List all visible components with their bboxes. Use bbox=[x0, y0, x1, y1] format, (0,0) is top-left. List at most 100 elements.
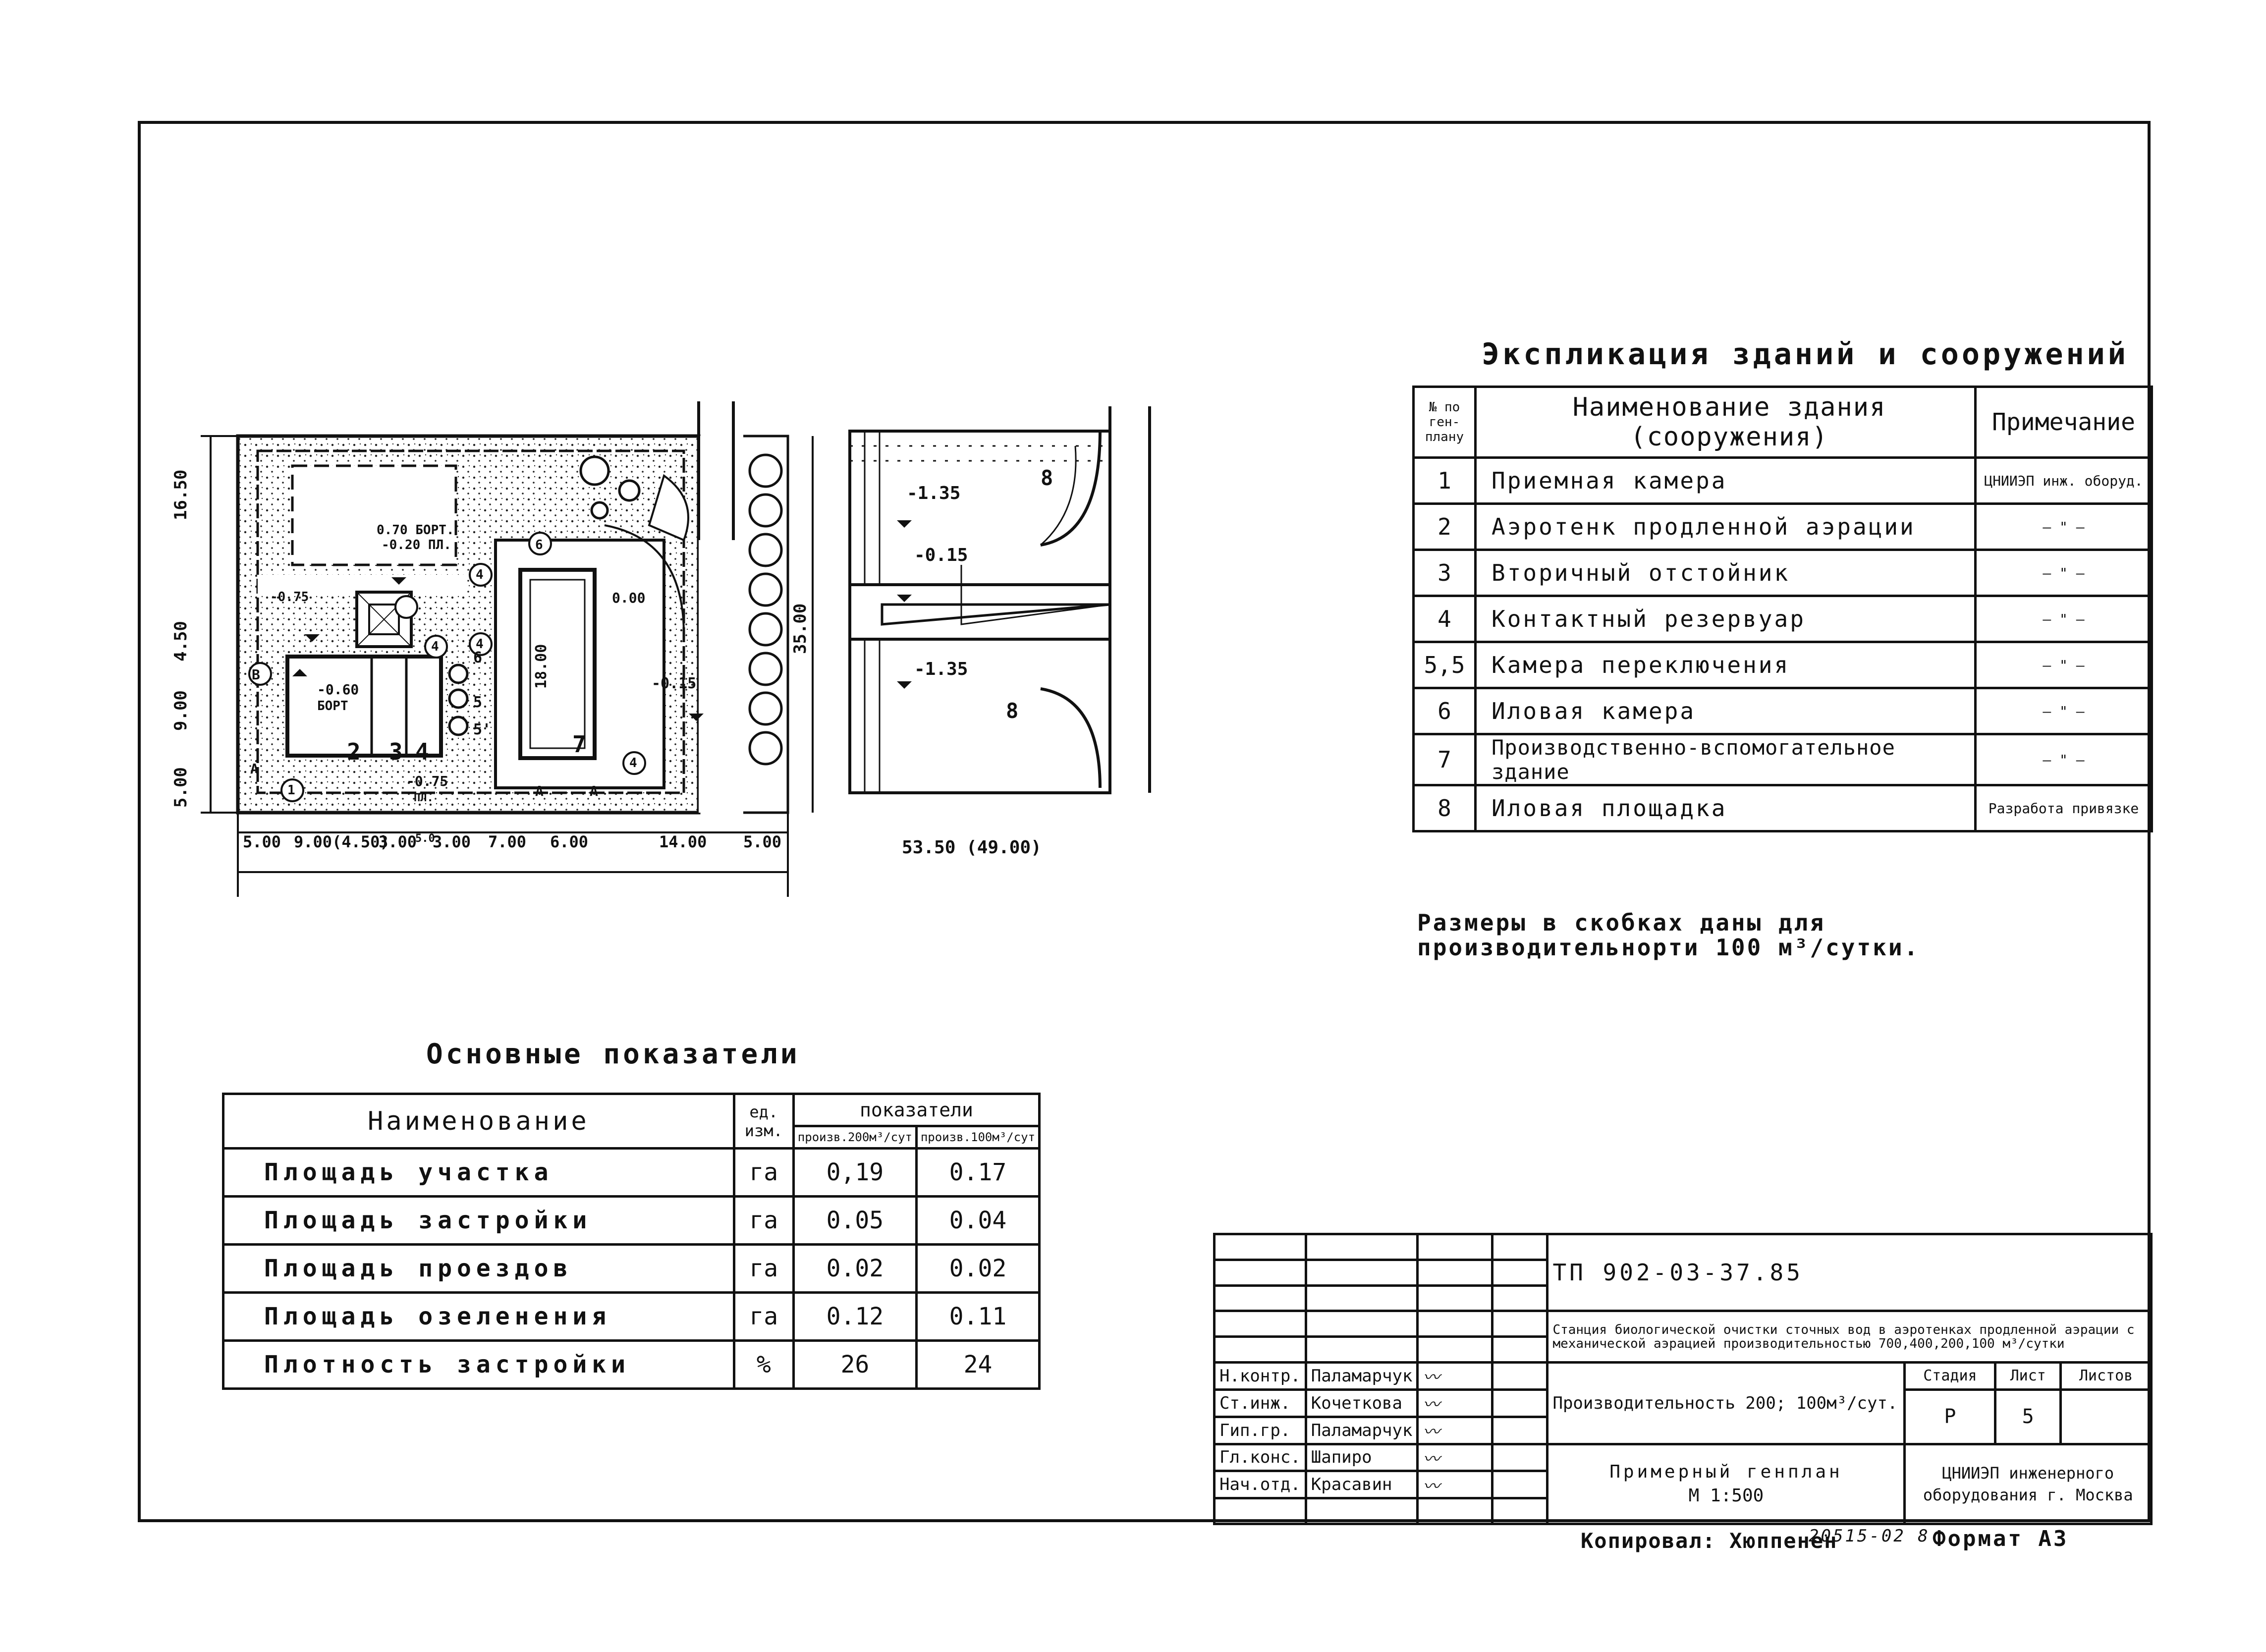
row-value-1: 26 bbox=[792, 1339, 918, 1390]
label-c1: 1 bbox=[287, 783, 295, 798]
remark-line-1: Размеры в скобках даны для bbox=[1417, 909, 1826, 936]
label-B1: B bbox=[252, 666, 260, 683]
drawing-name: Примерный генплан bbox=[1609, 1461, 1843, 1482]
project-description: Станция биологической очистки сточных во… bbox=[1546, 1310, 2153, 1364]
row-name: Плотность застройки bbox=[222, 1339, 735, 1390]
dim-bottom-2: 9.00(4.50) bbox=[294, 832, 389, 851]
mark-6: 0.00 bbox=[612, 590, 646, 606]
header-unit: ед. изм. bbox=[732, 1093, 795, 1150]
trees bbox=[579, 453, 783, 766]
row-num: 2 bbox=[1412, 502, 1477, 551]
row-note: — " — bbox=[1974, 641, 2153, 689]
row-name: Контактный резервуар bbox=[1474, 595, 1977, 643]
site-plan bbox=[201, 401, 814, 897]
indicators-header: Наименование ед. изм. показатели bbox=[222, 1093, 1041, 1150]
sludge-mark-3: -1.35 bbox=[914, 659, 968, 679]
row-name: Площадь участка bbox=[222, 1147, 735, 1198]
label-block-3: 3 bbox=[389, 738, 403, 765]
dim-bottom-1: 5.00 bbox=[243, 832, 281, 851]
signature-5: 〰 bbox=[1416, 1470, 1494, 1500]
role-4: Гл.конс. bbox=[1213, 1442, 1307, 1473]
label-block-2: 2 bbox=[347, 738, 361, 765]
mark-7: -0.15 bbox=[652, 675, 697, 692]
remark-line-2: производительнорти 100 м³/сутки. bbox=[1417, 934, 1920, 961]
dim-bottom-3: 3.00 bbox=[379, 832, 417, 851]
dim-bottom-8: 14.00 bbox=[659, 832, 707, 851]
label-c4d: 4 bbox=[629, 756, 637, 771]
row-num: 8 bbox=[1412, 784, 1477, 832]
label-c5: 5 bbox=[473, 694, 483, 711]
row-note: Разработа привязке bbox=[1974, 784, 2153, 832]
reserve-area bbox=[291, 464, 457, 566]
label-c4c: 4 bbox=[431, 639, 439, 654]
mark-3: -0.75 bbox=[270, 590, 309, 605]
row-note: — " — bbox=[1974, 549, 2153, 597]
row-unit: га bbox=[732, 1195, 795, 1246]
dim-bottom-7: 6.00 bbox=[550, 832, 589, 851]
row-note: — " — bbox=[1974, 733, 2153, 786]
dim-left-3: 9.00 bbox=[171, 690, 191, 731]
row-note: — " — bbox=[1974, 687, 2153, 735]
signature-4: 〰 bbox=[1416, 1442, 1494, 1473]
sheet-header: Лист bbox=[1994, 1361, 2062, 1391]
row-name: Приемная камера bbox=[1474, 456, 1977, 505]
sludge-mark-2: -0.15 bbox=[914, 545, 968, 565]
label-c6b: 6 bbox=[535, 538, 543, 552]
mark-4b: БОРТ bbox=[317, 699, 348, 714]
dim-left-2: 4.50 bbox=[171, 621, 191, 661]
sheet-format: Формат А3 bbox=[1933, 1526, 2069, 1551]
mark-8: 18.00 bbox=[533, 644, 550, 689]
row-value-2: 0.02 bbox=[915, 1243, 1041, 1294]
sheets-header: Листов bbox=[2059, 1361, 2153, 1391]
label-c4b: 4 bbox=[476, 637, 484, 652]
drawing-code: ТП 902-03-37.85 bbox=[1546, 1232, 2153, 1313]
label-c5b: 5' bbox=[473, 721, 492, 738]
label-A3: A bbox=[590, 783, 598, 799]
dim-left-1: 16.50 bbox=[171, 469, 191, 520]
row-name: Производственно-вспомогательное здание bbox=[1474, 733, 1977, 786]
row-num: 1 bbox=[1412, 456, 1477, 505]
row-name: Площадь озеленения bbox=[222, 1291, 735, 1342]
signature-1: 〰 bbox=[1416, 1361, 1494, 1391]
sheets-value bbox=[2059, 1388, 2153, 1445]
explication-header: № по ген-плану Наименование здания (соор… bbox=[1412, 385, 2153, 459]
person-5: Красавин bbox=[1304, 1470, 1419, 1500]
explication-title: Экспликация зданий и сооружений bbox=[1482, 337, 2129, 372]
dim-bottom-5: 3.00 bbox=[433, 832, 471, 851]
row-value-2: 24 bbox=[915, 1339, 1041, 1390]
dim-bottom-9: 5.00 bbox=[743, 832, 782, 851]
person-2: Кочеткова bbox=[1304, 1388, 1419, 1418]
dim-right: 35.00 bbox=[790, 603, 810, 654]
row-num: 7 bbox=[1412, 733, 1477, 786]
row-note: — " — bbox=[1974, 502, 2153, 551]
row-name: Иловая камера bbox=[1474, 687, 1977, 735]
row-name: Аэротенк продленной аэрации bbox=[1474, 502, 1977, 551]
object-name: Производительность 200; 100м³/сут. bbox=[1546, 1361, 1906, 1445]
indicators-subheader: произв.200м³/сут произв.100м³/сут bbox=[223, 1125, 1041, 1150]
label-block-4: 4 bbox=[415, 738, 429, 765]
signature-2: 〰 bbox=[1416, 1388, 1494, 1418]
row-note: ЦНИИЭП инж. оборуд. bbox=[1974, 456, 2153, 505]
stage-header: Стадия bbox=[1903, 1361, 1997, 1391]
stage-value: Р bbox=[1903, 1388, 1997, 1445]
title-block: ТП 902-03-37.85 Станция биологической оч… bbox=[1213, 1232, 2153, 1526]
header-group: показатели bbox=[792, 1093, 1041, 1127]
indicators-title: Основные показатели bbox=[426, 1038, 800, 1070]
row-value-2: 0.11 bbox=[915, 1291, 1041, 1342]
drawing-scale: М 1:500 bbox=[1688, 1485, 1764, 1506]
person-4: Шапиро bbox=[1304, 1442, 1419, 1473]
label-c4a: 4 bbox=[476, 567, 484, 582]
row-num: 5,5 bbox=[1412, 641, 1477, 689]
dim-left-4: 5.00 bbox=[171, 767, 191, 808]
sludge-label-8a: 8 bbox=[1041, 466, 1053, 490]
mark-2: -0.20 ПЛ. bbox=[382, 538, 451, 552]
signature-3: 〰 bbox=[1416, 1415, 1494, 1445]
header-name: Наименование здания (сооружения) bbox=[1474, 385, 1977, 459]
header-name: Наименование bbox=[222, 1093, 735, 1150]
